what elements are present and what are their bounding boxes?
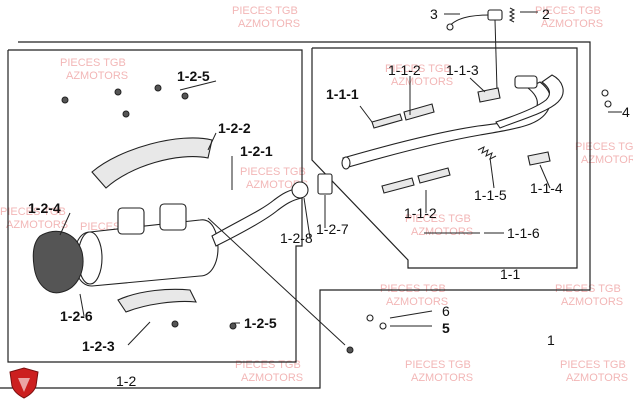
label-1-1: 1-1	[500, 266, 520, 282]
muffler-body	[73, 203, 219, 287]
watermark-text: AZMOTORS	[561, 296, 623, 308]
label-2: 2	[542, 6, 550, 22]
watermark-text: PIECES TGB	[405, 213, 471, 225]
spring-part	[508, 7, 516, 23]
watermark-text: AZMOTORS	[238, 18, 300, 30]
watermark-text: PIECES TGB	[555, 283, 621, 295]
label-1-1-2-top: 1-1-2	[388, 62, 421, 78]
manifold-pipe	[341, 74, 564, 170]
label-1-1-3: 1-1-3	[446, 62, 479, 78]
label-6: 6	[442, 303, 450, 319]
assembly-1-2-frame	[7, 49, 303, 363]
oxygen-sensor	[446, 9, 503, 91]
label-1-1-1: 1-1-1	[326, 86, 359, 102]
watermark-text: AZMOTORS	[566, 372, 628, 384]
assembly-1-1-frame	[311, 47, 578, 269]
label-4: 4	[622, 104, 630, 120]
label-1-2-1: 1-2-1	[240, 143, 273, 159]
watermark-text: PIECES TGB	[380, 283, 446, 295]
label-5: 5	[442, 320, 450, 336]
watermark-text: PIECES TGB	[240, 166, 306, 178]
watermark-text: PIECES TGB	[535, 5, 601, 17]
watermark-text: AZMOTORS	[541, 18, 603, 30]
watermark-text: PIECES TGB	[405, 359, 471, 371]
muffler-gasket	[291, 173, 333, 199]
label-1-1-4: 1-1-4	[530, 180, 563, 196]
watermark-text: PIECES TGB	[560, 359, 626, 371]
label-3: 3	[430, 6, 438, 22]
muffler-heat-shield	[91, 137, 213, 313]
manifold-heat-shield	[371, 103, 451, 194]
label-1: 1	[547, 332, 555, 348]
watermark-text: PIECES TGB	[575, 141, 633, 153]
manifold-clamp	[477, 87, 551, 166]
manifold-spring	[477, 146, 497, 160]
label-1-1-2-bottom: 1-1-2	[404, 205, 437, 221]
watermark-text: AZMOTORS	[411, 226, 473, 238]
flange-nuts	[601, 89, 612, 108]
label-1-2-4: 1-2-4	[28, 200, 61, 216]
watermark-text: AZMOTORS	[411, 372, 473, 384]
assembly-frames	[0, 41, 591, 389]
watermark-text: PIECES TGB	[60, 57, 126, 69]
watermark-text: AZMOTORS	[66, 70, 128, 82]
watermark-text: AZMOTORS	[581, 154, 633, 166]
label-1-2-8: 1-2-8	[280, 230, 313, 246]
watermark-text: PIECES TGB	[235, 359, 301, 371]
watermark-text: AZMOTORS	[6, 219, 68, 231]
watermark-text: AZMOTORS	[391, 76, 453, 88]
assembly-1-frame	[0, 41, 591, 389]
label-1-2-5-bottom: 1-2-5	[244, 315, 277, 331]
shield-bolts	[61, 84, 237, 330]
label-1-2-3: 1-2-3	[82, 338, 115, 354]
label-1-2-7: 1-2-7	[316, 221, 349, 237]
mount-bolts	[346, 314, 387, 354]
watermark-text: PIECES TGB	[385, 63, 451, 75]
part-labels: 3 2 4 1-2-5 1-2-2 1-2-1 1-2-4 1-2-6 1-2-…	[28, 6, 630, 389]
label-1-2-6: 1-2-6	[60, 308, 93, 324]
label-1-2-2: 1-2-2	[218, 120, 251, 136]
label-1-1-5: 1-1-5	[474, 187, 507, 203]
shield-logo-icon	[9, 367, 39, 399]
label-1-2-5-top: 1-2-5	[177, 68, 210, 84]
label-1-2: 1-2	[116, 373, 136, 389]
leader-lines	[59, 11, 622, 346]
watermark-text: PIECES TGB	[232, 5, 298, 17]
watermark-text: AZMOTORS	[241, 372, 303, 384]
watermark-text: PIECES TGB	[0, 206, 66, 218]
muffler-end-cap	[32, 230, 84, 294]
watermark-text: AZMOTORS	[386, 296, 448, 308]
label-1-1-6: 1-1-6	[507, 225, 540, 241]
